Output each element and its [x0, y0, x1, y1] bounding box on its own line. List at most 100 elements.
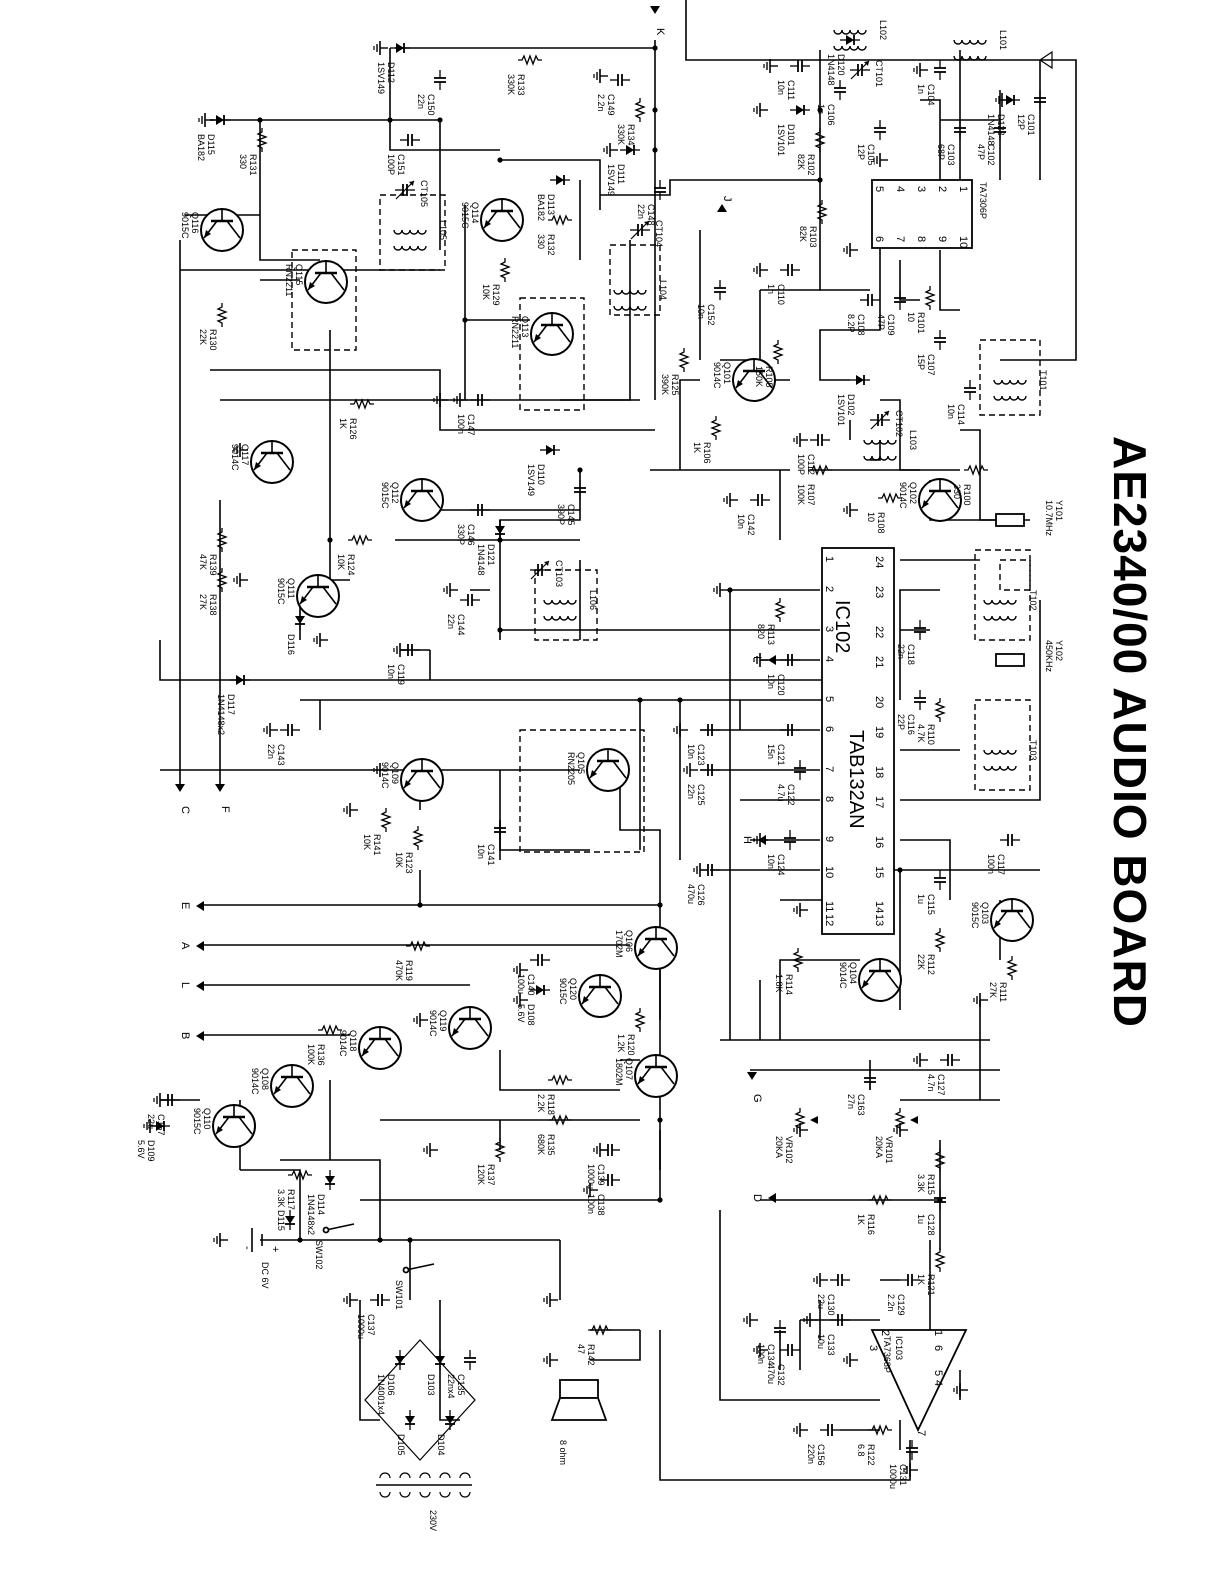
component-label: 5.6V [136, 1140, 146, 1159]
component-label: 22u [146, 1114, 156, 1129]
component-label: 9014C [230, 444, 240, 471]
junction-dot [497, 157, 503, 163]
r110-resistor [935, 697, 945, 723]
d116-diode [294, 609, 306, 631]
component-label: 4.7u [776, 784, 786, 802]
component-label: R119 [404, 960, 414, 981]
r126-resistor [349, 399, 375, 409]
ground-symbol [673, 722, 689, 738]
junction-dot [327, 537, 333, 543]
component-label: 1802M [614, 1058, 624, 1086]
r100-resistor [963, 465, 989, 475]
component-label: C156 [816, 1444, 826, 1466]
wire [499, 470, 581, 640]
component-label: 9014C [838, 962, 848, 989]
component-label: 15P [916, 354, 926, 370]
component-label: 100K [306, 1044, 316, 1065]
transformer-secondary-winding [459, 1491, 471, 1498]
component-label: C147 [466, 414, 476, 436]
component-label: 1n [766, 284, 776, 294]
wire [900, 839, 951, 900]
wire [439, 1300, 460, 1421]
component-label: 47P [976, 144, 986, 160]
ic102-pin-label: 2 [823, 586, 835, 592]
wire [899, 260, 920, 301]
vr101-wiper [910, 1116, 918, 1124]
t101-coil-secondary [993, 395, 1027, 401]
ic102-ref: IC102 [831, 600, 853, 653]
component-label: C130 [826, 1294, 836, 1316]
component-label: 47K [198, 554, 208, 570]
wire [720, 290, 761, 361]
ic101-pin-label: 4 [894, 186, 906, 192]
component-label: D105 [396, 1434, 406, 1456]
shield-box [379, 194, 446, 271]
r101-resistor [925, 285, 935, 311]
component-label: D122 [996, 114, 1006, 136]
ic102-pin-label: 15 [873, 866, 885, 878]
q115-transistor [303, 258, 349, 305]
component-label: VR101 [884, 1136, 894, 1164]
component-label: R115 [926, 1174, 936, 1195]
component-label: R129 [491, 284, 501, 306]
c140-capacitor [529, 953, 551, 967]
junction-dot [637, 697, 643, 703]
wire [899, 589, 940, 700]
component-label: L102 [878, 20, 888, 40]
component-label: 10K [336, 554, 346, 570]
connector-k-arrow [650, 6, 660, 14]
r129-resistor [500, 257, 510, 283]
ic102-pin-label: 13 [873, 914, 885, 926]
component-label: 1N4148 [986, 114, 996, 146]
wire [499, 1050, 620, 1091]
q104-transistor [857, 956, 903, 1003]
component-label: 680K [536, 1134, 546, 1155]
junction-dot [377, 1237, 383, 1243]
vr102-wiper [810, 1116, 818, 1124]
wire [719, 1210, 880, 1401]
c108-capacitor [859, 293, 881, 307]
component-label: C141 [486, 844, 496, 866]
component-label: 1K [692, 442, 702, 453]
component-label: C117 [996, 854, 1006, 875]
component-label: 6.8 [856, 1444, 866, 1457]
component-label: R121 [926, 1274, 936, 1296]
connector-b-label: B [179, 1032, 191, 1039]
ground-symbol [233, 572, 249, 588]
transformer-secondary-winding [419, 1491, 431, 1498]
component-label: 82K [798, 226, 808, 242]
connector-g-arrow [747, 1072, 757, 1080]
component-label: C145 [566, 504, 576, 526]
component-label: D114 [316, 1194, 326, 1215]
ic103-part: TA7368P [882, 1336, 892, 1373]
c142-capacitor [749, 493, 771, 507]
ground-symbol [443, 582, 459, 598]
shield-box [519, 297, 585, 411]
ic102-pin-label: 23 [873, 586, 885, 598]
component-label: 8.2P [846, 314, 856, 333]
component-label: C114 [956, 404, 966, 425]
component-label: D112 [386, 62, 396, 83]
ic101-pin-label: 7 [894, 236, 906, 242]
component-label: 1SV149 [526, 464, 536, 496]
component-label: BA182 [196, 134, 206, 161]
component-label: 1SV101 [776, 124, 786, 156]
c104-capacitor [933, 59, 947, 81]
d102-diode [849, 374, 871, 386]
component-label: R142 [586, 1344, 596, 1366]
ic101-pin-label: 9 [936, 236, 948, 242]
component-label: C126 [696, 884, 706, 906]
component-labels: IC102TAB132AN123456789101112242322212019… [136, 20, 1064, 1531]
sw101-contact [402, 1266, 410, 1274]
component-label: R126 [348, 418, 358, 440]
component-label: 1N4148 [476, 544, 486, 576]
ground-symbol [603, 142, 619, 158]
junction-dot [677, 697, 683, 703]
component-label: C131 [898, 1464, 908, 1486]
junction-dot [657, 1197, 663, 1203]
component-label: 10n [766, 674, 776, 689]
component-label: 1702M [614, 930, 624, 958]
wire [600, 179, 820, 196]
wire [900, 600, 1041, 801]
c135-capacitor [463, 1349, 477, 1371]
